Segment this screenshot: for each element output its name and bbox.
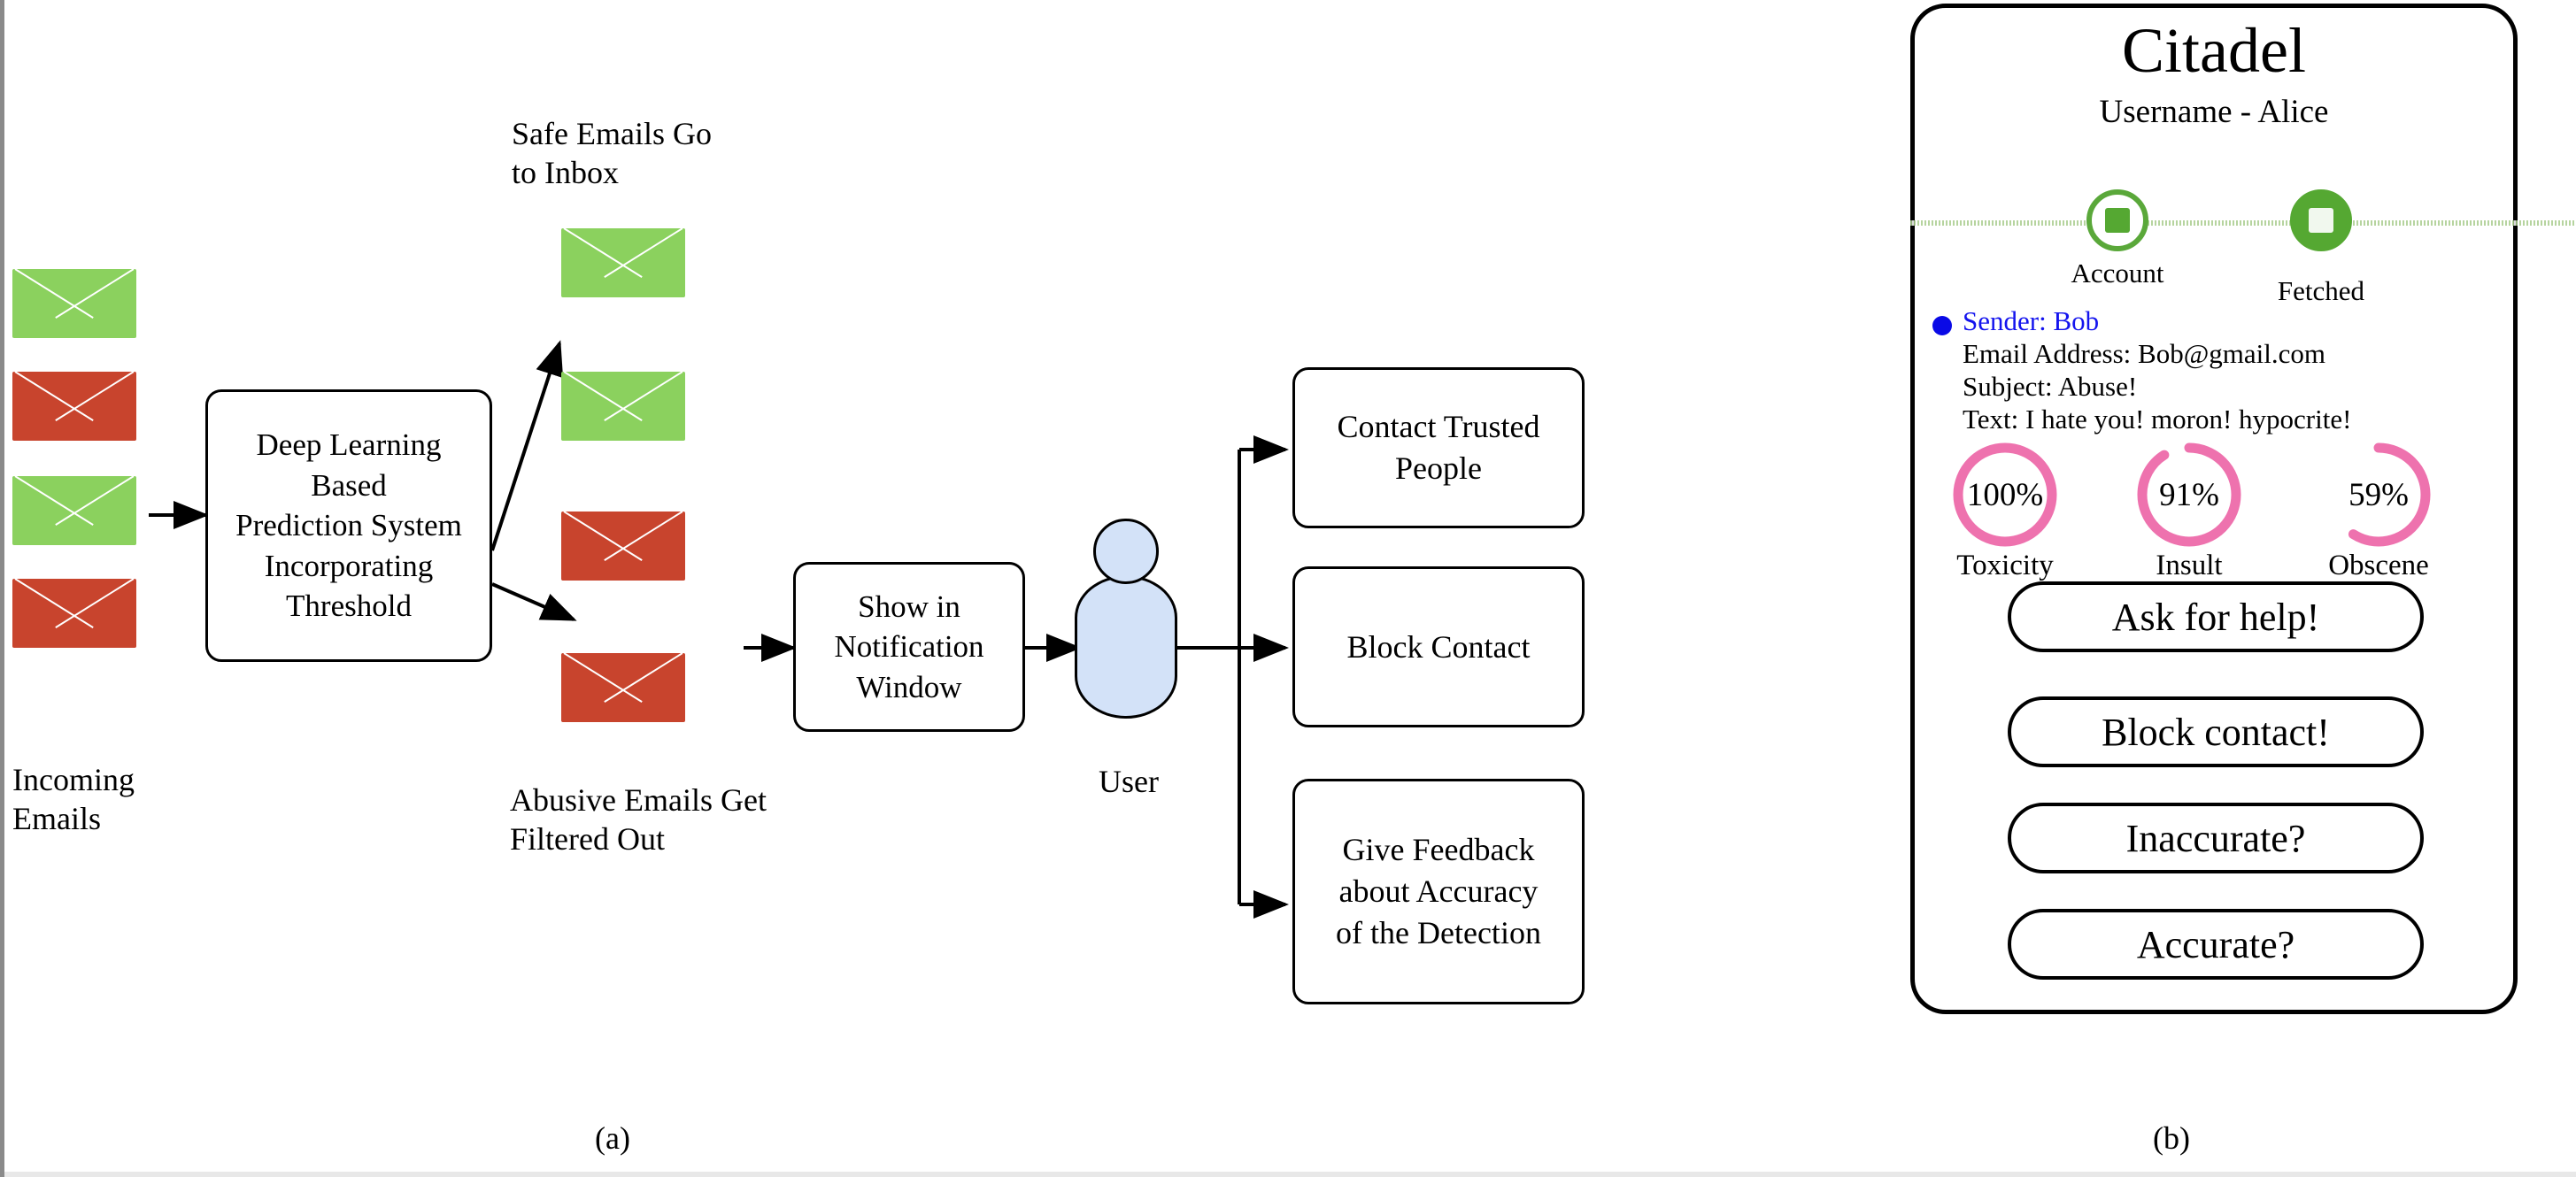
envelope-sorted-safe-1 xyxy=(561,228,685,297)
outcome-box-block-contact: Block Contact xyxy=(1292,566,1585,727)
gauge-arc-icon xyxy=(2326,442,2431,547)
gauge-label: Insult xyxy=(2156,550,2223,581)
step-fetched-label: Fetched xyxy=(2277,275,2365,306)
stepper-track xyxy=(1910,220,2576,226)
gauge-value: 91% xyxy=(2159,476,2219,513)
envelope-sorted-abusive-2 xyxy=(561,653,685,722)
message-text: Text: I hate you! moron! hypocrite! xyxy=(1963,404,2352,435)
gauge-obscene: 59% Obscene xyxy=(2308,440,2449,582)
gauge-label: Toxicity xyxy=(1956,550,2054,581)
message-sender: Sender: Bob xyxy=(1963,305,2100,336)
figure-caption-a: (a) xyxy=(595,1120,630,1156)
user-figure-head xyxy=(1093,519,1159,584)
gauge-ring: 100% xyxy=(1950,440,2060,550)
ask-for-help-button[interactable]: Ask for help! xyxy=(2008,581,2424,652)
citadel-app-window: Citadel Username - Alice Account Fetched… xyxy=(1910,4,2576,1014)
gauge-value: 59% xyxy=(2348,476,2409,513)
username-label: Username - Alice xyxy=(2099,94,2329,130)
user-label: User xyxy=(1099,764,1159,799)
figure-caption-b: (b) xyxy=(2153,1120,2190,1156)
incoming-emails-label: Incoming Emails xyxy=(12,762,135,836)
envelope-incoming-abusive-2 xyxy=(12,579,136,648)
gauge-insult: 91% Insult xyxy=(2118,440,2260,582)
envelope-sorted-abusive-1 xyxy=(561,512,685,581)
gauge-toxicity: 100% Toxicity xyxy=(1934,440,2076,582)
page-bottom-edge xyxy=(4,1172,2576,1177)
outcome-box-contact-trusted-people: Contact Trusted People xyxy=(1292,367,1585,528)
gauge-arc-icon xyxy=(2137,442,2241,547)
outcome-box-give-feedback: Give Feedback about Accuracy of the Dete… xyxy=(1292,779,1585,1004)
block-contact-button[interactable]: Block contact! xyxy=(2008,696,2424,767)
gauge-ring: 91% xyxy=(2134,440,2244,550)
safe-emails-label: Safe Emails Go to Inbox xyxy=(512,116,712,190)
gauge-arc-icon xyxy=(1953,442,2057,547)
envelope-incoming-safe-2 xyxy=(12,476,136,545)
message-subject: Subject: Abuse! xyxy=(1963,371,2138,402)
step-account-label: Account xyxy=(2071,258,2164,288)
page-left-edge xyxy=(0,0,4,1177)
message-email-address: Email Address: Bob@gmail.com xyxy=(1963,338,2325,369)
app-title: Citadel xyxy=(2122,15,2306,86)
inaccurate-button[interactable]: Inaccurate? xyxy=(2008,803,2424,873)
step-account-indicator[interactable] xyxy=(2086,189,2148,251)
notification-window-box: Show in Notification Window xyxy=(793,562,1025,732)
step-fetched-indicator[interactable] xyxy=(2290,189,2352,251)
envelope-incoming-abusive-1 xyxy=(12,372,136,441)
abusive-emails-label: Abusive Emails Get Filtered Out xyxy=(510,782,767,857)
user-figure-body xyxy=(1075,575,1177,719)
step-square-icon xyxy=(2105,208,2130,233)
gauge-value: 100% xyxy=(1966,476,2044,513)
prediction-system-box: Deep Learning Based Prediction System In… xyxy=(205,389,492,662)
step-square-icon xyxy=(2309,208,2333,233)
gauge-label: Obscene xyxy=(2328,550,2429,581)
envelope-sorted-safe-2 xyxy=(561,372,685,441)
message-bullet-icon xyxy=(1932,316,1952,335)
gauge-ring: 59% xyxy=(2324,440,2433,550)
envelope-incoming-safe-1 xyxy=(12,269,136,338)
accurate-button[interactable]: Accurate? xyxy=(2008,909,2424,980)
